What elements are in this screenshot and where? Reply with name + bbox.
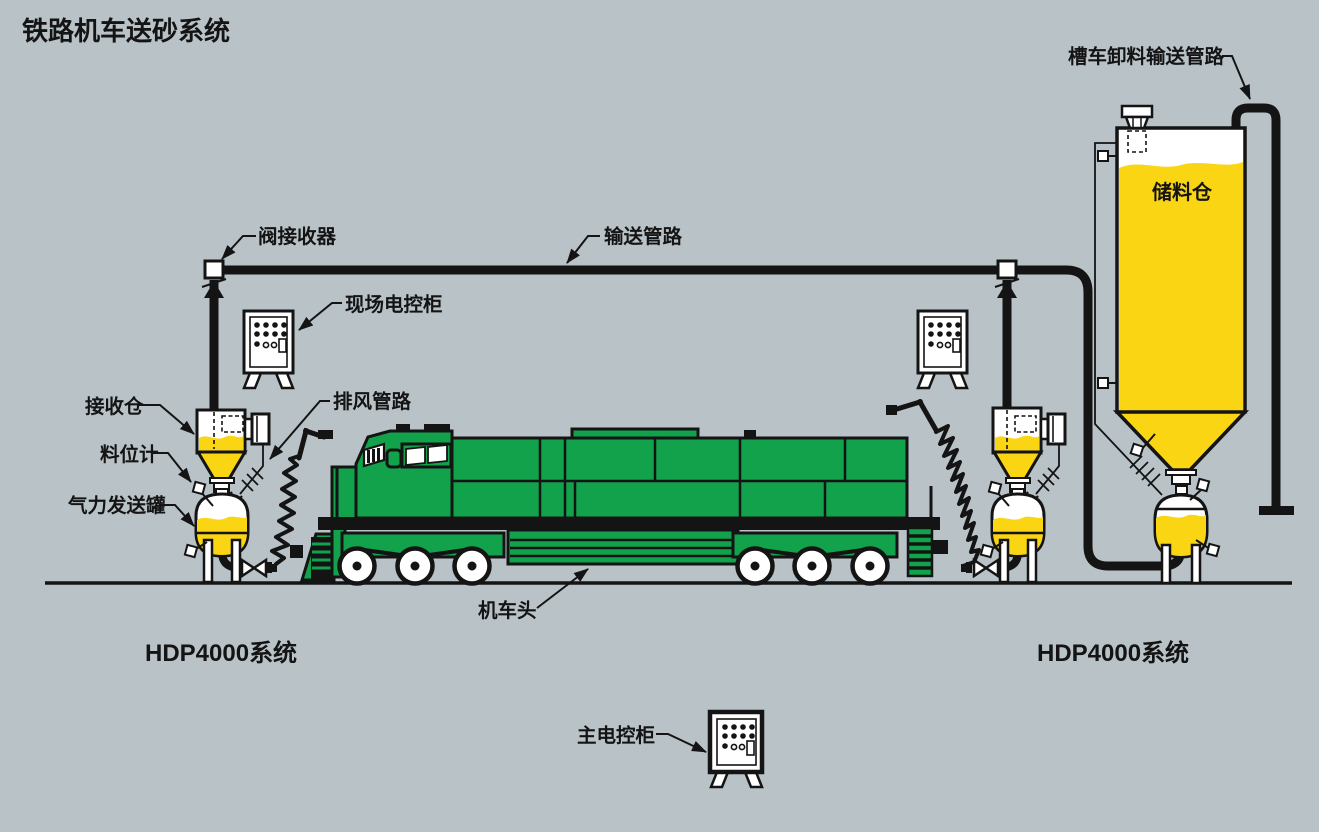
silo-level-sensors [1097, 150, 1156, 458]
leader-lines [138, 55, 1251, 753]
label-main-control-cabinet: 主电控柜 [577, 724, 655, 747]
silo-filter-neck [1124, 115, 1150, 130]
tank-leg [1160, 543, 1172, 585]
silo-sand [1119, 162, 1243, 411]
label-valve-receiver: 阀接收器 [258, 225, 337, 248]
page-title: 铁路机车送砂系统 [22, 16, 230, 46]
rear-coupler [933, 540, 948, 554]
roof-blister [570, 427, 700, 440]
label-tanker-unloading-pipeline: 槽车卸料输送管路 [1068, 45, 1225, 68]
label-receiving-bin: 接收仓 [85, 395, 144, 418]
windshield [427, 444, 448, 464]
label-system-left: HDP4000系统 [145, 639, 297, 667]
pneumatic-tank-right [961, 480, 1046, 584]
cab-side-window [385, 448, 403, 469]
sand-hose-left [270, 454, 301, 566]
bin-funnel-right [991, 450, 1044, 481]
label-pneumatic-tank: 气力发送罐 [67, 494, 166, 517]
locomotive [290, 405, 948, 586]
field-control-cabinet-left [242, 309, 295, 390]
label-locomotive: 机车头 [478, 599, 537, 622]
pneumatic-tank-left [183, 480, 277, 584]
label-exhaust-pipeline: 排风管路 [333, 390, 412, 413]
label-level-gauge: 料位计 [100, 443, 159, 466]
underframe [318, 517, 940, 530]
bin-filter-right [1046, 412, 1067, 446]
bin-funnel-left [195, 450, 248, 481]
label-storage-silo: 储料仓 [1152, 180, 1213, 204]
valve-receiver-right [996, 259, 1018, 280]
storage-silo [1094, 104, 1250, 496]
exhaust-line-right [1035, 444, 1060, 495]
tank-leg [1190, 543, 1202, 585]
silo-inlet-dashed [1127, 130, 1147, 153]
silo-neck [1171, 474, 1191, 485]
silo-filter-cap [1120, 104, 1154, 119]
exhaust-line-left [239, 444, 264, 495]
label-conveying-pipeline: 输送管路 [604, 225, 683, 248]
sand-filler-port-rear [886, 405, 897, 415]
tank-sensors-left [183, 480, 214, 559]
filler-arm-rear [894, 399, 939, 433]
discharge-valve-left [240, 557, 257, 579]
front-coupler [290, 545, 303, 558]
hdp-system-right [894, 399, 1067, 584]
valve-receiver-left [203, 259, 225, 280]
tank-sensors-right [979, 480, 1010, 559]
silo-tank-sensors [1189, 477, 1221, 558]
field-control-cabinet-right [916, 309, 969, 390]
windshield [405, 446, 426, 466]
sand-filler-port-front [318, 430, 333, 439]
filler-arm-front [296, 427, 327, 461]
main-control-cabinet [707, 709, 765, 789]
pipe-flow-arrows [201, 278, 1020, 298]
wheels [337, 546, 890, 586]
pipe-end-cap [1259, 506, 1294, 515]
tanker-unloading-pipe [1231, 103, 1294, 515]
label-field-control-cabinet: 现场电控柜 [345, 293, 443, 316]
sand-hose-right [934, 424, 981, 568]
long-hood [450, 436, 909, 520]
bin-filter-left [250, 412, 271, 446]
hdp-system-left [183, 408, 327, 584]
discharge-valve-right [983, 557, 1000, 579]
silo-vent-line [1094, 142, 1163, 496]
label-system-right: HDP4000系统 [1037, 639, 1189, 667]
silo-pneumatic-tank [1153, 477, 1221, 585]
